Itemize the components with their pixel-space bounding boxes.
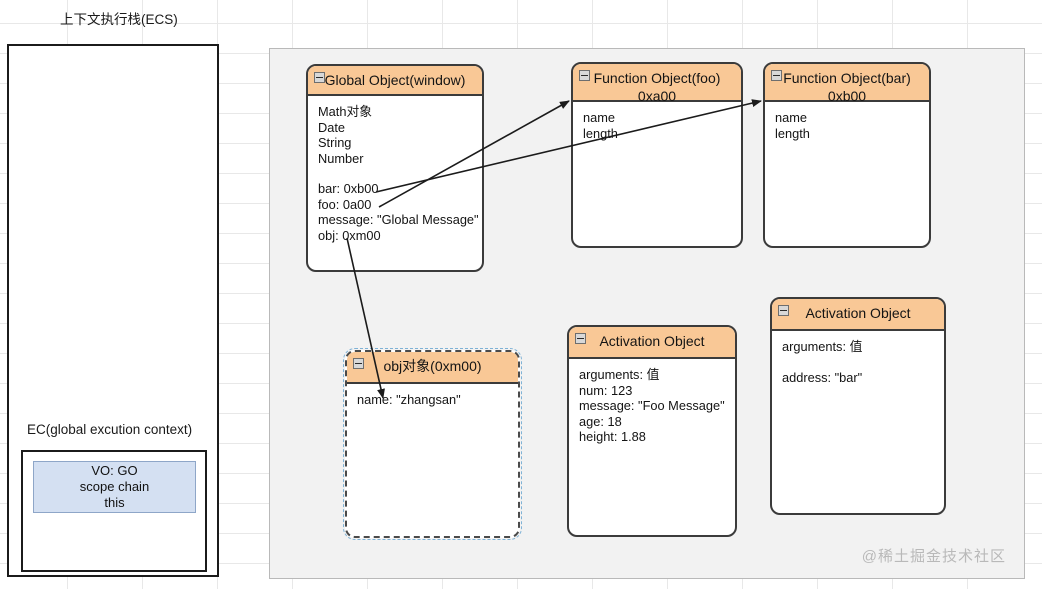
row-length: length <box>583 125 618 141</box>
collapse-minus-icon[interactable] <box>575 333 586 344</box>
node-activation-object-foo-body: arguments: 值 num: 123 message: "Foo Mess… <box>569 359 735 453</box>
row-age: age: 18 <box>579 413 622 429</box>
node-global-object[interactable]: Global Object(window) Math对象 Date String… <box>306 64 484 272</box>
node-function-object-bar[interactable]: Function Object(bar) 0xb00 name length <box>763 62 931 248</box>
node-function-object-foo-body: name length <box>573 102 741 149</box>
collapse-minus-icon[interactable] <box>353 358 364 369</box>
row-name: name <box>775 110 808 125</box>
node-activation-object-foo-header: Activation Object <box>569 327 735 359</box>
row-arguments: arguments: 值 <box>782 339 863 354</box>
vo-box: VO: GO scope chain this <box>33 461 196 513</box>
node-obj-object-title: obj对象(0xm00) <box>383 358 482 374</box>
row-spacer <box>318 166 472 181</box>
node-function-object-bar-address: 0xb00 <box>827 88 867 104</box>
node-function-object-foo[interactable]: Function Object(foo) 0xa00 name length <box>571 62 743 248</box>
node-activation-object-bar-header: Activation Object <box>772 299 944 331</box>
row-number: Number <box>318 150 364 166</box>
node-activation-object-bar-title: Activation Object <box>805 305 911 321</box>
collapse-minus-icon[interactable] <box>579 70 590 81</box>
row-bar: bar: 0xb00 <box>318 181 379 196</box>
ec-label: EC(global excution context) <box>27 422 193 437</box>
node-obj-object[interactable]: obj对象(0xm00) name: "zhangsan" <box>343 348 522 540</box>
node-function-object-foo-address: 0xa00 <box>637 88 677 104</box>
row-message: message: "Foo Message" <box>579 398 725 413</box>
row-date: Date <box>318 119 346 135</box>
node-function-object-bar-title: Function Object(bar) <box>783 70 911 86</box>
node-global-object-body: Math对象 Date String Number bar: 0xb00 foo… <box>308 96 482 251</box>
node-global-object-header: Global Object(window) <box>308 66 482 96</box>
node-activation-object-foo-title: Activation Object <box>599 333 705 349</box>
vo-line-1: VO: GO <box>91 463 138 478</box>
vo-line-3: this <box>104 495 125 510</box>
row-length: length <box>775 125 810 141</box>
watermark: @稀土掘金技术社区 <box>861 548 1006 565</box>
row-arguments: arguments: 值 <box>579 367 660 382</box>
row-message: message: "Global Message" <box>318 212 479 227</box>
row-address: address: "bar" <box>782 369 863 385</box>
node-global-object-title: Global Object(window) <box>324 72 466 88</box>
row-foo: foo: 0a00 <box>318 196 372 212</box>
row-name: name <box>583 110 616 125</box>
row-name: name: "zhangsan" <box>357 392 461 407</box>
ecs-title: 上下文执行栈(ECS) <box>60 12 178 27</box>
row-obj: obj: 0xm00 <box>318 227 381 243</box>
node-function-object-bar-header: Function Object(bar) 0xb00 <box>765 64 929 104</box>
row-height: height: 1.88 <box>579 429 646 444</box>
collapse-minus-icon[interactable] <box>314 72 325 83</box>
row-string: String <box>318 135 352 150</box>
node-function-object-bar-body: name length <box>765 102 929 149</box>
node-obj-object-body: name: "zhangsan" <box>347 384 518 416</box>
vo-line-2: scope chain <box>79 479 150 494</box>
node-activation-object-bar-body: arguments: 值 address: "bar" <box>772 331 944 393</box>
node-activation-object-foo[interactable]: Activation Object arguments: 值 num: 123 … <box>567 325 737 537</box>
collapse-minus-icon[interactable] <box>771 70 782 81</box>
node-obj-object-header: obj对象(0xm00) <box>347 352 518 384</box>
row-math: Math对象 <box>318 104 373 119</box>
node-function-object-foo-header: Function Object(foo) 0xa00 <box>573 64 741 104</box>
row-spacer <box>782 355 934 370</box>
node-function-object-foo-title: Function Object(foo) <box>593 70 721 86</box>
row-num: num: 123 <box>579 382 633 398</box>
collapse-minus-icon[interactable] <box>778 305 789 316</box>
node-activation-object-bar[interactable]: Activation Object arguments: 值 address: … <box>770 297 946 515</box>
